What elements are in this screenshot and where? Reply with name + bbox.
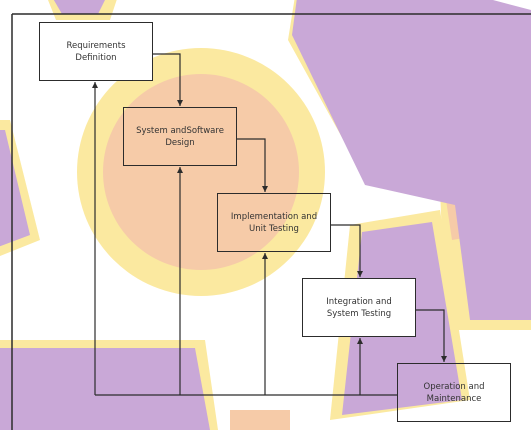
arrow-requirements-to-design bbox=[153, 53, 183, 106]
arrow-integration-to-operation bbox=[416, 309, 447, 362]
implementation-unit-testing-box: Implementation and Unit Testing bbox=[217, 193, 331, 252]
background-shape bbox=[53, 0, 105, 14]
background-shape bbox=[0, 348, 210, 430]
system-software-design-box: System andSoftware Design bbox=[123, 107, 237, 166]
sun-circle-inner bbox=[103, 74, 299, 270]
background-shape bbox=[230, 410, 290, 430]
operation-maintenance-box: Operation and Maintenance bbox=[397, 363, 511, 422]
arrow-design-to-implementation bbox=[237, 138, 268, 192]
integration-system-testing-box: Integration and System Testing bbox=[302, 278, 416, 337]
arrow-implementation-to-integration bbox=[331, 224, 363, 277]
requirements-definition-box: Requirements Definition bbox=[39, 22, 153, 81]
background-shape bbox=[292, 0, 531, 320]
background-shape bbox=[0, 130, 30, 247]
